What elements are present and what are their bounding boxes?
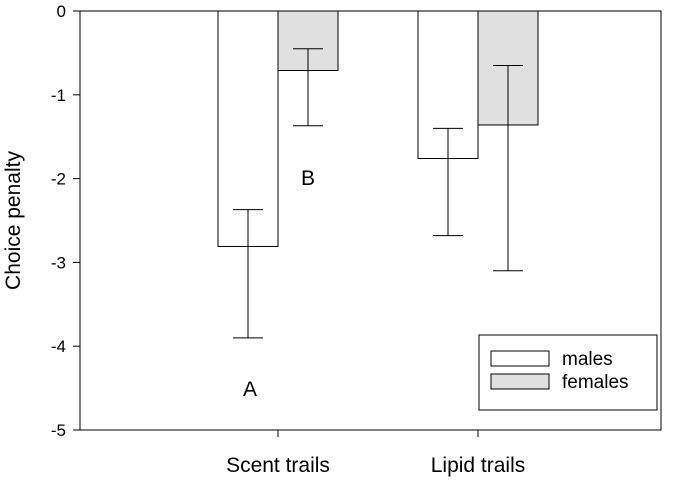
- legend-box: [478, 334, 658, 411]
- legend-label: males: [562, 349, 613, 370]
- bar-males: [217, 10, 279, 247]
- y-tick-label: -2: [51, 170, 66, 189]
- x-axis: Scent trails Lipid trails: [226, 430, 525, 477]
- y-axis: 0 -1 -2 -3 -4 -5: [51, 2, 80, 440]
- legend-swatch-males: [490, 350, 550, 367]
- y-tick-label: -3: [51, 253, 66, 272]
- plot-frame: [79, 10, 662, 431]
- plot-area: AB: [79, 10, 662, 431]
- y-tick-label: -5: [51, 421, 66, 440]
- annotation-label: A: [243, 378, 257, 401]
- y-tick-label: -1: [51, 86, 66, 105]
- category-label: Scent trails: [226, 454, 330, 477]
- y-axis-title: Choice penalty: [2, 151, 25, 290]
- y-tick-label: -4: [51, 337, 66, 356]
- legend-swatch-females: [490, 373, 550, 390]
- legend-label: females: [562, 372, 629, 393]
- y-tick-label: 0: [57, 2, 66, 21]
- category-label: Lipid trails: [431, 454, 526, 477]
- annotation-label: B: [301, 167, 315, 190]
- bar-females: [277, 10, 339, 71]
